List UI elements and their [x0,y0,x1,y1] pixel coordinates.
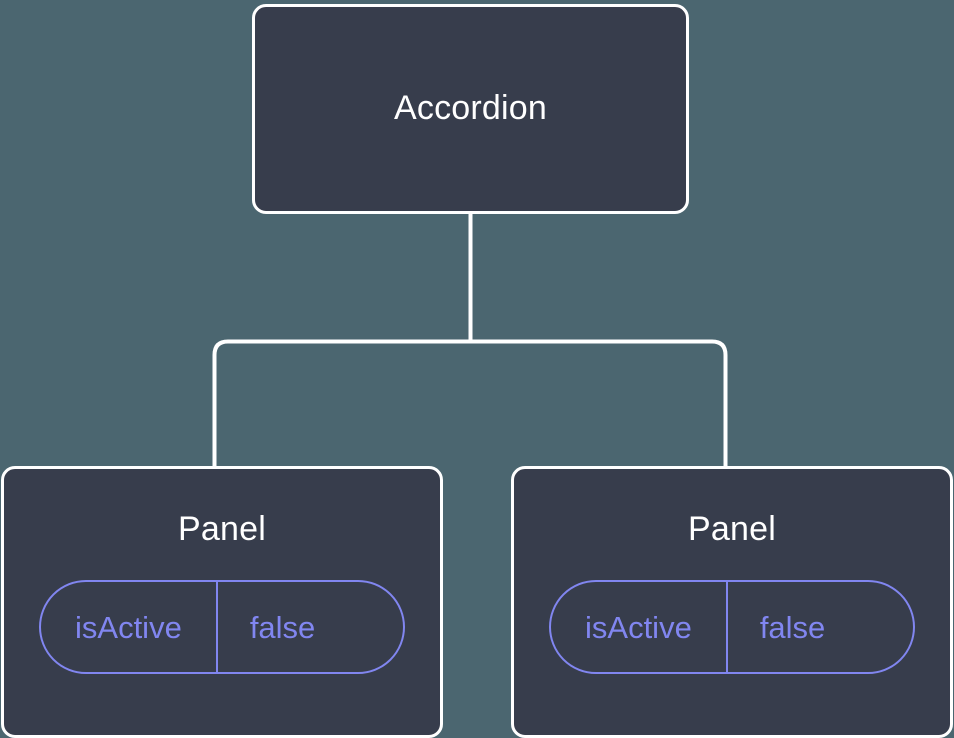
node-panel-1-label: Panel [178,510,266,548]
node-accordion-label: Accordion [394,89,547,128]
node-accordion[interactable]: Accordion [252,4,689,214]
prop-pill-is-active-1[interactable]: isActive false [39,580,405,675]
prop-pill-is-active-2[interactable]: isActive false [549,580,915,675]
node-panel-2-label: Panel [688,510,776,548]
connector-branch-right [470,339,728,470]
node-panel-2[interactable]: Panel isActive false [511,466,953,738]
prop-value: false [215,582,347,673]
connector-branch-left [212,339,471,470]
prop-key: isActive [585,609,692,645]
node-panel-1[interactable]: Panel isActive false [1,466,443,738]
prop-value: false [725,582,857,673]
prop-key: isActive [75,609,182,645]
